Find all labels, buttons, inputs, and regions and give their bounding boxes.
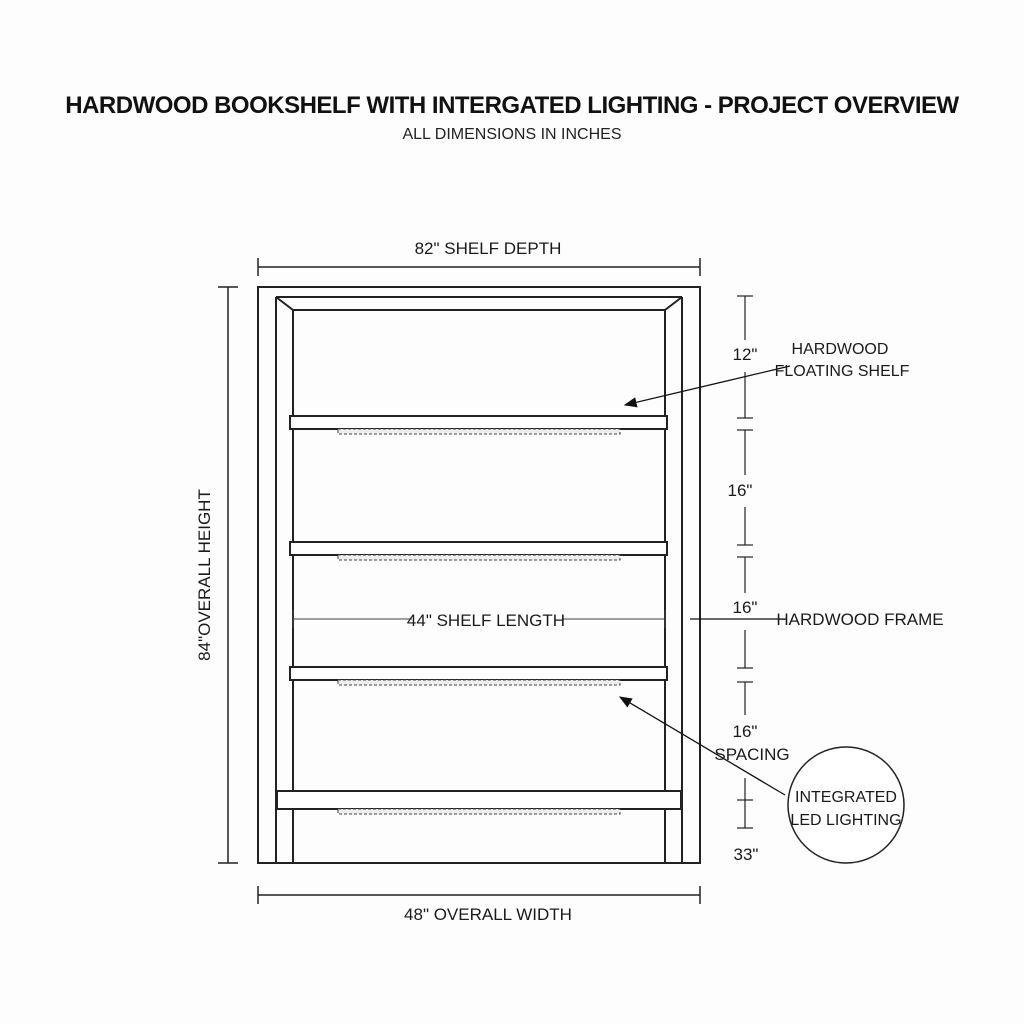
right-dimension-chain: [737, 295, 753, 829]
diagram-subtitle: ALL DIMENSIONS IN INCHES: [402, 126, 622, 143]
spacing-label-5: 33": [734, 845, 759, 864]
led-strip-3: [337, 679, 621, 686]
bookshelf-frame: [257, 286, 701, 864]
diagram-title: HARDWOOD BOOKSHELF WITH INTERGATED LIGHT…: [65, 92, 959, 119]
inner-dimension: [292, 610, 666, 628]
callout-led-label-1: INTEGRATED: [795, 789, 897, 806]
callout-frame-label: HARDWOOD FRAME: [776, 610, 943, 629]
top-dimension-label: 82" SHELF DEPTH: [415, 239, 562, 258]
shelf-2: [289, 541, 668, 556]
spacing-label-4: 16": [733, 722, 758, 741]
led-strip-1: [337, 428, 621, 435]
callout-shelf-leader: [623, 365, 791, 408]
frame-corner-right: [664, 296, 683, 311]
spacing-label-4-text: SPACING: [714, 745, 789, 764]
callout-led-label-2: LED LIGHTING: [790, 812, 901, 829]
shelf-1: [289, 415, 668, 430]
inner-dimension-label: 44" SHELF LENGTH: [407, 611, 565, 630]
led-strip-4: [337, 808, 621, 815]
bottom-dimension-label: 48" OVERALL WIDTH: [404, 905, 572, 924]
left-dimension: [218, 286, 238, 864]
spacing-label-3: 16": [733, 598, 758, 617]
bottom-dimension: [257, 886, 701, 904]
frame-outer: [257, 286, 701, 864]
led-strip-2: [337, 554, 621, 561]
spacing-label-2: 16": [728, 481, 753, 500]
left-dimension-label: 84"OVERALL HEIGHT: [195, 489, 214, 661]
top-dimension: [257, 258, 701, 276]
spacing-label-1: 12": [733, 345, 758, 364]
callout-shelf-label-1: HARDWOOD: [792, 341, 889, 358]
shelf-3: [289, 666, 668, 681]
callout-led-circle: [787, 746, 905, 864]
shelf-4: [276, 790, 682, 810]
callout-shelf-label-2: FLOATING SHELF: [775, 363, 910, 380]
frame-corner-left: [275, 296, 294, 311]
callout-led-leader: [618, 696, 786, 796]
